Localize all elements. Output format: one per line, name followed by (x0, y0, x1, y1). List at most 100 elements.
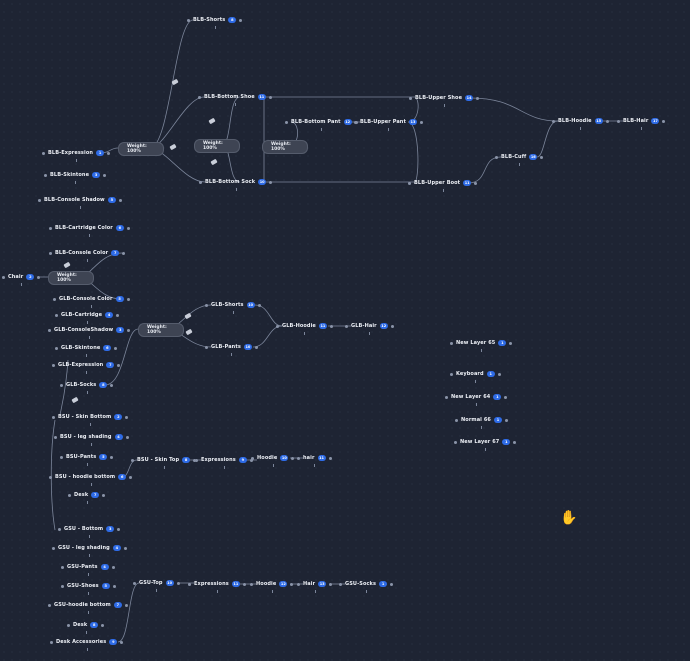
node-badge: 4 (105, 312, 114, 318)
node-label: Desk (74, 492, 89, 498)
node-label: GSU - Bottom (64, 526, 104, 532)
weight-label: Weight: 100% (147, 325, 167, 335)
weight-label: Weight: 100% (127, 144, 147, 154)
node-badge: 1 (493, 394, 502, 400)
node-badge: 12 (279, 581, 288, 587)
node-label: GSU-Socks (345, 581, 377, 587)
node-label: GLB-ConsoleShadow (54, 327, 114, 333)
node-label: GLB-Skintone (61, 345, 101, 351)
link-chip-icon (184, 312, 192, 320)
node-badge: 10 (280, 455, 289, 461)
node-badge: 15 (594, 118, 603, 124)
node-badge: 6 (115, 225, 124, 231)
node-label: New Layer 65 (456, 340, 496, 346)
node-label: BLB-Bottom Pant (291, 119, 341, 125)
weight-node[interactable]: Weight: 100% (48, 271, 94, 285)
node-badge: 1 (498, 340, 507, 346)
node-label: Keyboard (456, 371, 484, 377)
weight-label: Weight: 100% (271, 142, 291, 152)
node-label: BLB-Bottom Shoe (204, 94, 255, 100)
node-label: BSU-Pants (66, 454, 97, 460)
node-badge: 4 (112, 545, 121, 551)
node-badge: 13 (408, 119, 417, 125)
node-badge: 10 (258, 179, 267, 185)
node-badge: 7 (91, 492, 100, 498)
weight-node[interactable]: Weight: 100% (262, 140, 308, 154)
weight-node[interactable]: Weight: 100% (138, 323, 184, 337)
link-chip-icon (185, 328, 193, 336)
node-badge: 5 (115, 296, 124, 302)
node-label: BSU - leg shading (60, 434, 112, 440)
node-label: BSU - Skin Bottom (58, 414, 112, 420)
node-label: GLB-Hoodie (282, 323, 316, 329)
node-label: BLB-Cartridge Color (55, 225, 113, 231)
weight-node[interactable]: Weight: 100% (194, 139, 240, 153)
node-badge: 12 (343, 119, 352, 125)
node-badge: 7 (106, 362, 115, 368)
node-badge: 11 (318, 323, 327, 329)
node-label: BLB-Hair (623, 118, 649, 124)
weight-node[interactable]: Weight: 100% (118, 142, 164, 156)
link-chip-icon (63, 261, 71, 269)
node-badge: 8 (99, 382, 108, 388)
link-chip-icon (208, 117, 216, 125)
node-label: Expressions (201, 457, 236, 463)
node-badge: 6 (118, 474, 127, 480)
node-badge: 1 (96, 150, 105, 156)
node-badge: 12 (379, 323, 388, 329)
